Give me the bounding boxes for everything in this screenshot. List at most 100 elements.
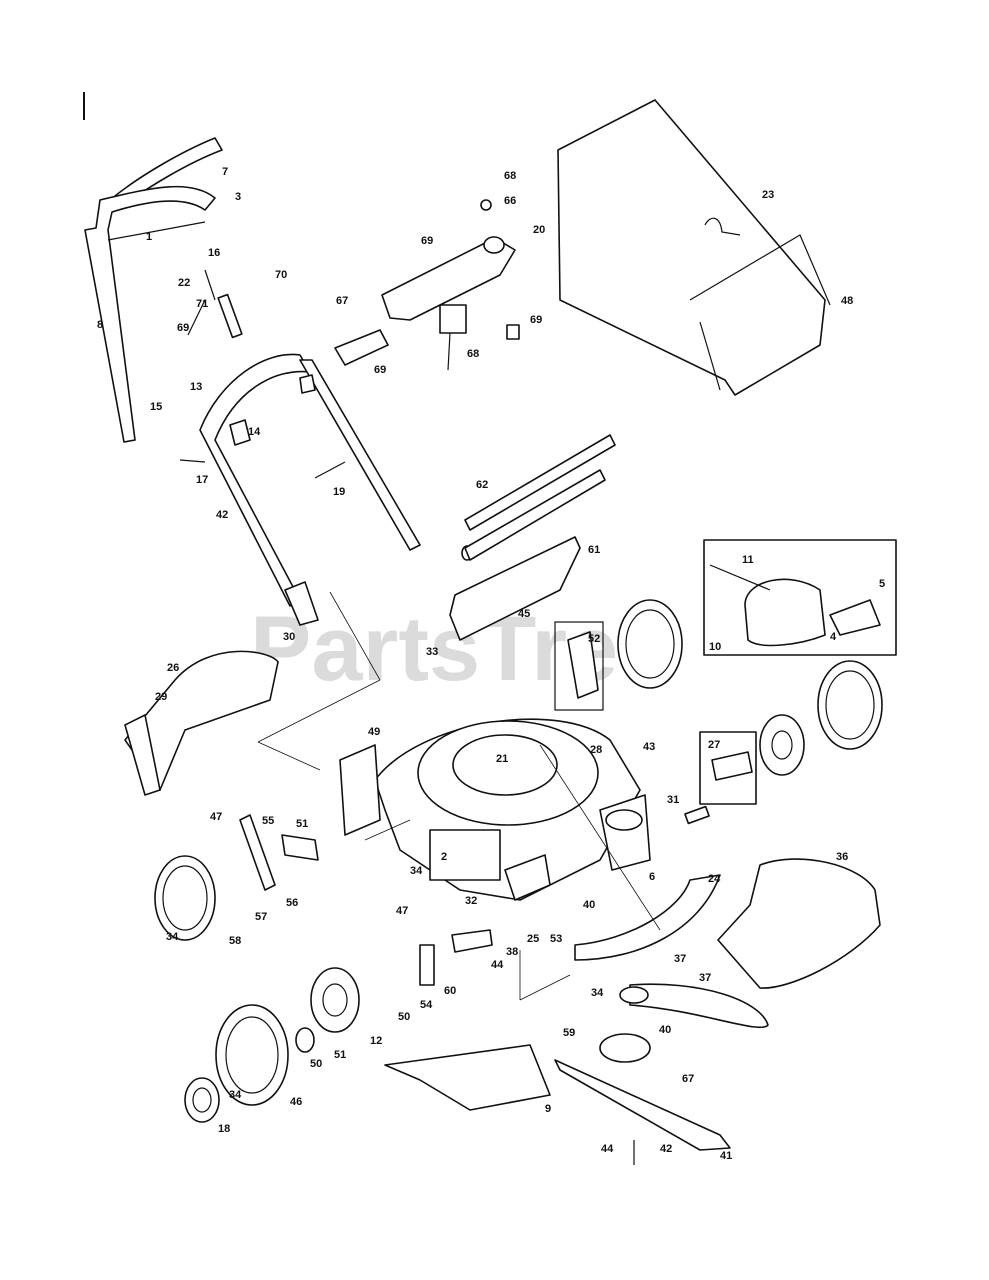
callout-49: 46 (290, 1096, 302, 1108)
callout-32: 32 (465, 895, 477, 907)
baffle (574, 874, 721, 961)
handle-assembly (84, 137, 421, 626)
throttle-control-parts (334, 199, 520, 371)
callout-28: 28 (590, 744, 602, 756)
callout-12: 12 (370, 1035, 382, 1047)
pinion-51 (295, 1027, 315, 1053)
callout-58: 54 (420, 999, 433, 1011)
callout-67: 67 (682, 1073, 694, 1085)
wheel-front-right (817, 660, 883, 750)
axle-parts (239, 805, 710, 986)
callout-1: 1 (146, 231, 152, 243)
callout-13: 13 (190, 381, 202, 393)
callout-43: 44 (491, 959, 504, 971)
callout-5: 5 (879, 578, 885, 590)
callout-71: 67 (336, 295, 348, 307)
callout-11: 11 (742, 554, 754, 566)
callout-9: 9 (545, 1103, 551, 1115)
callout-59: 55 (262, 815, 274, 827)
callout-24: 24 (708, 873, 721, 885)
callout-42: 42 (660, 1143, 672, 1155)
callout-34c: 34 (591, 987, 604, 999)
callout-62: 58 (229, 935, 241, 947)
callout-6: 6 (649, 871, 655, 883)
callout-72: 68 (504, 170, 516, 182)
callout-23: 23 (762, 189, 774, 201)
callout-2: 2 (441, 851, 447, 863)
callout-3: 3 (235, 191, 241, 203)
callout-29: 29 (155, 691, 167, 703)
callout-74: 69 (177, 322, 189, 334)
callout-64: 60 (444, 985, 456, 997)
wheel-62 (154, 855, 216, 941)
callout-27: 27 (708, 739, 720, 751)
callout-48: 45 (518, 608, 530, 620)
callout-57: 53 (550, 933, 562, 945)
callout-69b: 69 (530, 314, 542, 326)
drive-belt (619, 983, 769, 1029)
callout-16: 16 (208, 247, 220, 259)
height-adjuster-27 (699, 731, 757, 805)
callout-69a: 69 (421, 235, 433, 247)
callout-34d: 34 (229, 1089, 242, 1101)
height-bracket-56 (554, 621, 604, 711)
callout-65: 61 (588, 544, 600, 556)
callout-61: 57 (255, 911, 267, 923)
callout-50: 50 (310, 1058, 322, 1070)
callout-76: 71 (196, 298, 208, 310)
callout-39: 40 (583, 899, 595, 911)
callout-55: 51 (296, 818, 308, 830)
callout-10: 10 (709, 641, 721, 653)
wheel-rear-right (617, 599, 683, 689)
callout-36: 37 (674, 953, 686, 965)
callout-47b: 47 (396, 905, 408, 917)
callout-70: 66 (504, 195, 516, 207)
rear-flap-parts (449, 434, 616, 641)
callout-8: 8 (97, 319, 103, 331)
callout-4: 4 (830, 631, 837, 643)
side-discharge-chute (124, 650, 279, 796)
callout-21: 21 (496, 753, 508, 765)
rear-cover (384, 1044, 551, 1111)
callout-53: 49 (368, 726, 380, 738)
callout-56: 52 (588, 633, 600, 645)
callout-25: 25 (527, 933, 539, 945)
callout-30: 30 (283, 631, 295, 643)
hubcap-18 (184, 1077, 220, 1123)
callout-51: 51 (334, 1049, 346, 1061)
callout-66: 62 (476, 479, 488, 491)
grass-bag (557, 99, 831, 396)
callout-47a: 47 (210, 811, 222, 823)
callout-52: 48 (841, 295, 853, 307)
callout-22: 22 (178, 277, 190, 289)
callout-7: 7 (222, 166, 228, 178)
callout-60: 56 (286, 897, 298, 909)
callout-15: 15 (150, 401, 162, 413)
callout-63: 59 (563, 1027, 575, 1039)
callout-17: 17 (196, 474, 208, 486)
callout-41: 41 (720, 1150, 732, 1162)
callout-45: 42 (216, 509, 228, 521)
callout-14: 14 (248, 426, 261, 438)
callout-37: 37 (699, 972, 711, 984)
gear-wheel-right (759, 714, 805, 776)
drive-gear-12 (310, 967, 360, 1033)
callout-38: 38 (506, 946, 518, 958)
callout-19: 19 (333, 486, 345, 498)
callout-26: 26 (167, 662, 179, 674)
assembly-guide-lines (257, 591, 661, 1001)
callout-31: 31 (667, 794, 679, 806)
callout-18: 18 (218, 1123, 230, 1135)
mulch-plug-inset (703, 539, 897, 656)
callout-68: 68 (467, 348, 479, 360)
deck-skirt (717, 858, 881, 989)
callout-33: 33 (426, 646, 438, 658)
wheel-49 (215, 1004, 289, 1106)
callout-labels: 7 3 1 16 22 70 71 8 69 13 15 14 17 19 42… (97, 166, 885, 1162)
callout-54: 50 (398, 1011, 410, 1023)
callout-73: 69 (374, 364, 386, 376)
callout-34b: 34 (166, 931, 179, 943)
callout-46: 43 (643, 741, 655, 753)
callout-75: 70 (275, 269, 287, 281)
